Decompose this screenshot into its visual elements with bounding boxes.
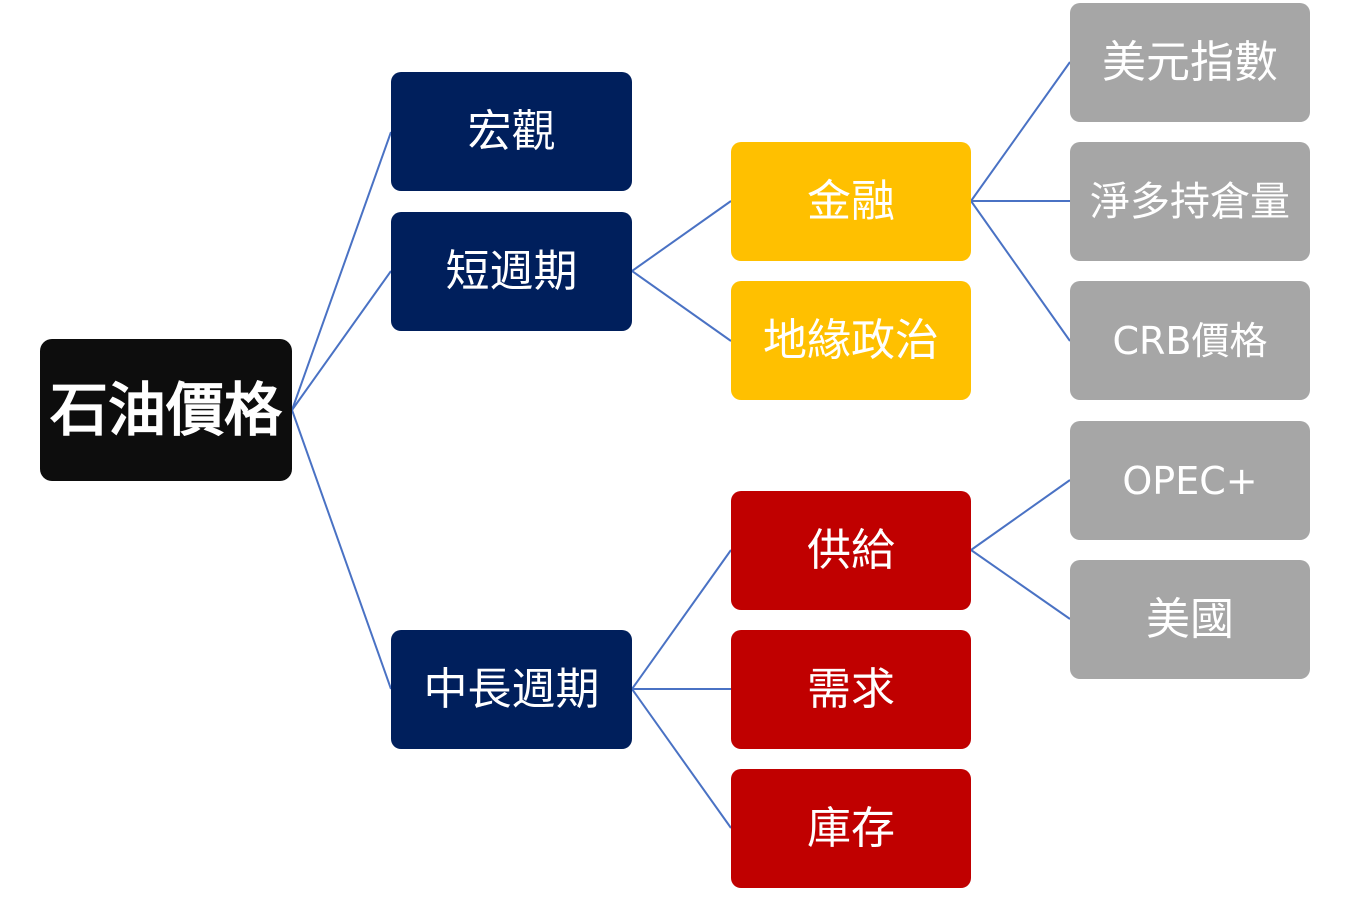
node-geopolitics: 地緣政治 (731, 281, 971, 400)
node-dollar-index: 美元指數 (1070, 3, 1310, 122)
connector-supply-opec (970, 479, 1071, 551)
node-inventory-label: 庫存 (807, 802, 895, 854)
node-macro-label: 宏觀 (467, 105, 556, 157)
node-inventory: 庫存 (731, 769, 971, 888)
node-finance: 金融 (731, 142, 971, 261)
node-opec-plus-label: OPEC+ (1122, 458, 1258, 503)
connector-root-macro (291, 131, 392, 411)
node-united-states-label: 美國 (1146, 593, 1234, 645)
node-opec-plus: OPEC+ (1070, 421, 1310, 540)
node-short-cycle: 短週期 (391, 212, 632, 331)
connector-short-finance (631, 200, 732, 272)
node-supply: 供給 (731, 491, 971, 610)
node-crb-price-label: CRB價格 (1112, 318, 1268, 363)
node-net-long-positions-label: 淨多持倉量 (1090, 178, 1290, 225)
node-supply-label: 供給 (807, 524, 895, 576)
node-net-long-positions: 淨多持倉量 (1070, 142, 1310, 261)
node-united-states: 美國 (1070, 560, 1310, 679)
node-demand: 需求 (731, 630, 971, 749)
node-crb-price: CRB價格 (1070, 281, 1310, 400)
connector-finance-crb (970, 200, 1071, 342)
connector-finance-usd (970, 61, 1071, 202)
connector-short-geo (631, 270, 732, 342)
node-macro: 宏觀 (391, 72, 632, 191)
node-short-cycle-label: 短週期 (445, 245, 578, 297)
connector-supply-us (970, 549, 1071, 620)
connector-root-short (291, 270, 392, 411)
root-node-oil-price: 石油價格 (40, 339, 292, 481)
connector-long-stock (631, 688, 732, 829)
node-dollar-index-label: 美元指數 (1102, 36, 1278, 88)
node-demand-label: 需求 (807, 663, 895, 715)
node-long-cycle: 中長週期 (391, 630, 632, 749)
node-long-cycle-label: 中長週期 (423, 663, 600, 715)
node-geopolitics-label: 地緣政治 (763, 314, 939, 366)
connector-long-supply (631, 549, 732, 690)
root-node-label: 石油價格 (49, 376, 282, 444)
node-finance-label: 金融 (807, 175, 895, 227)
connector-root-long (291, 409, 392, 690)
